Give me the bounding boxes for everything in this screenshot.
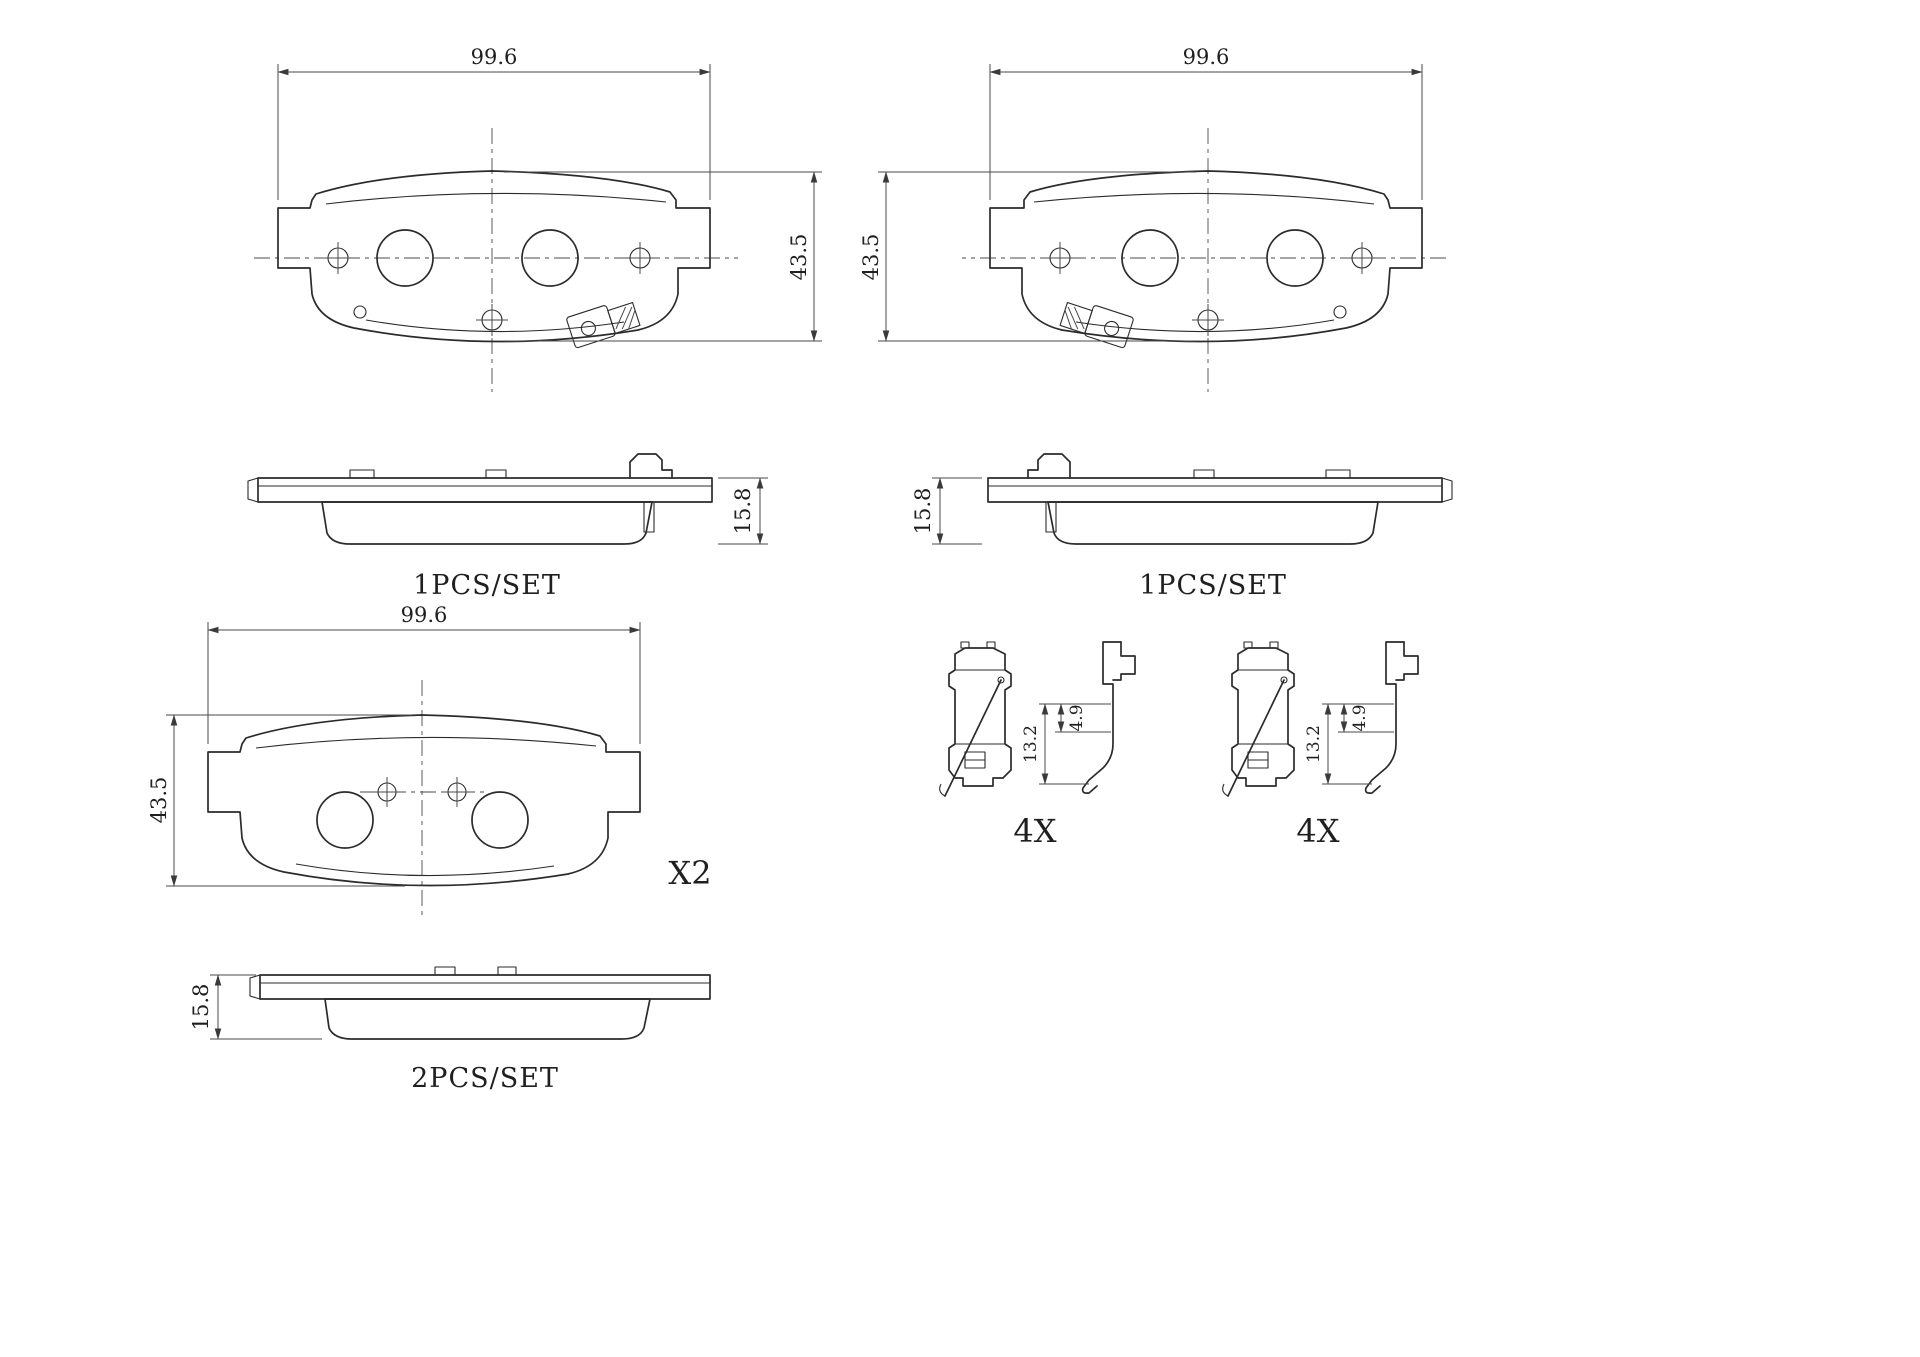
plate-tab (349, 469, 375, 479)
dim-thickness-label: 15.8 (189, 984, 213, 1031)
pad-outline (989, 170, 1423, 343)
wear-indicator (1059, 302, 1134, 349)
pad-front-view-inner: 99.6 43.5 X2 (147, 603, 712, 918)
friction-edge-bottom (365, 319, 625, 333)
dim-height-label: 43.5 (787, 234, 811, 281)
dim-clip-depth-label: 4.9 (1350, 704, 1370, 731)
clip-side-profile (1364, 641, 1419, 794)
dim-pad-width: 99.6 (989, 45, 1423, 200)
wear-indicator (566, 302, 641, 349)
wear-indicator-edge (629, 453, 673, 479)
dim-clip-height: 13.2 (1021, 703, 1111, 785)
plate-tab (434, 966, 456, 976)
guide-hole (1044, 242, 1076, 274)
spring-wire (944, 679, 1002, 797)
mounting-hole (316, 791, 374, 849)
dim-clip-depth-label: 4.9 (1067, 704, 1087, 731)
friction-block (321, 501, 653, 545)
dim-pad-thickness: 15.8 (911, 477, 982, 545)
guide-hole (1346, 242, 1378, 274)
guide-hole-right (624, 242, 656, 274)
side-view-drawing (247, 453, 713, 545)
plate-tab (497, 966, 517, 976)
guide-hole (442, 777, 472, 807)
pad-outline (277, 170, 711, 343)
rivet-hole (353, 305, 367, 319)
side-view-drawing (249, 966, 711, 1040)
spring-wire (1227, 679, 1285, 797)
dim-pad-height: 43.5 (859, 171, 1196, 342)
backplate (259, 974, 711, 1000)
dim-height-label: 43.5 (147, 777, 171, 824)
plate-tab (1193, 469, 1215, 479)
dim-pad-width: 99.6 (207, 603, 641, 744)
pad-front-view-outer-right: 99.6 43.5 (859, 45, 1446, 392)
pad-outline (207, 714, 641, 887)
dim-clip-height: 13.2 (1304, 703, 1394, 785)
set-caption: 1PCS/SET (1139, 570, 1287, 601)
dim-clip-depth: 4.9 (1338, 703, 1394, 733)
clip-side-profile (1081, 641, 1136, 794)
dim-height-label: 43.5 (859, 234, 883, 281)
guide-hole (372, 777, 402, 807)
dim-pad-thickness: 15.8 (718, 477, 768, 545)
dim-thickness-label: 15.8 (731, 488, 755, 535)
pad-drawing (254, 128, 738, 392)
friction-block (1047, 501, 1379, 545)
pad-side-view-right: 15.8 1PCS/SET (911, 453, 1453, 601)
dim-width-label: 99.6 (471, 45, 518, 69)
pad-drawing-mirrored (962, 128, 1446, 392)
pad-drawing (207, 680, 641, 918)
clip-quantity-label: 4X (1013, 812, 1056, 850)
dim-pad-thickness: 15.8 (189, 974, 322, 1040)
friction-block (324, 998, 651, 1040)
backplate (257, 477, 713, 503)
dim-pad-height: 43.5 (147, 714, 412, 887)
dim-pad-width: 99.6 (277, 45, 711, 200)
dim-pad-height: 43.5 (504, 171, 822, 342)
mounting-hole (471, 791, 529, 849)
clip-quantity-label: 4X (1296, 812, 1339, 850)
pad-side-view-left: 15.8 1PCS/SET (247, 453, 768, 601)
set-caption: 2PCS/SET (411, 1063, 559, 1094)
mounting-hole-right (521, 229, 579, 287)
pad-side-view-inner: 15.8 2PCS/SET (189, 966, 711, 1094)
dim-thickness-label: 15.8 (911, 488, 935, 535)
backplate-end-step (247, 477, 259, 503)
dim-clip-height-label: 13.2 (1021, 725, 1041, 763)
clip-hardware-right: 13.2 4.9 4X (1222, 641, 1419, 850)
mounting-hole-left (376, 229, 434, 287)
mounting-hole (1266, 229, 1324, 287)
plate-tab (485, 469, 507, 479)
abutment-clip-front (1222, 641, 1295, 797)
dim-clip-depth: 4.9 (1055, 703, 1111, 733)
pad-front-view-outer-left: 99.6 43.5 (254, 45, 822, 392)
backplate (987, 477, 1443, 503)
wear-indicator-edge (1027, 453, 1071, 479)
mounting-hole (1121, 229, 1179, 287)
dim-width-label: 99.6 (401, 603, 448, 627)
guide-hole-bottom (476, 304, 508, 336)
pad-quantity-label: X2 (668, 854, 711, 892)
dim-clip-height-label: 13.2 (1304, 725, 1324, 763)
friction-edge-top (325, 192, 667, 205)
dim-width-label: 99.6 (1183, 45, 1230, 69)
side-view-drawing-mirrored (987, 453, 1453, 545)
plate-tab (1325, 469, 1351, 479)
abutment-clip-front (939, 641, 1012, 797)
set-caption: 1PCS/SET (413, 570, 561, 601)
guide-hole-left (322, 242, 354, 274)
guide-hole (1192, 304, 1224, 336)
clip-hardware-left: 13.2 4.9 4X (939, 641, 1136, 850)
rivet-hole (1333, 305, 1347, 319)
